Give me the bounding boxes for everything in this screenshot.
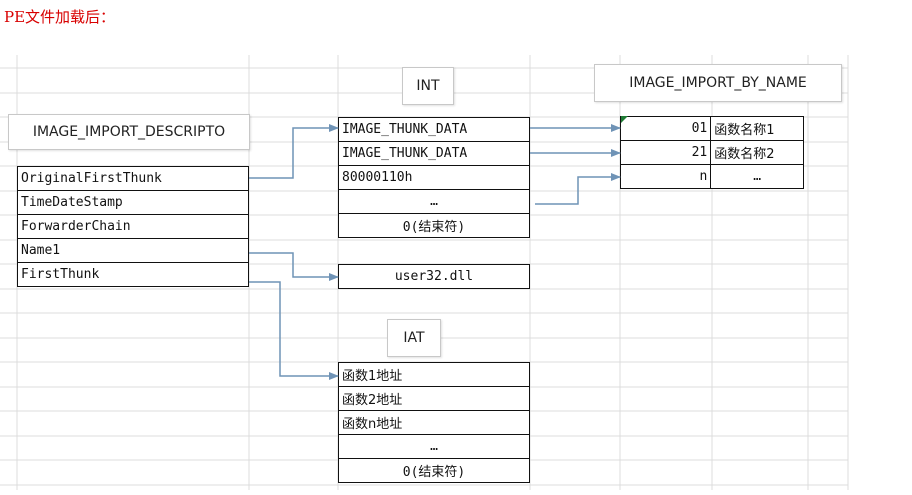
table-row: IMAGE_THUNK_DATA — [338, 117, 530, 142]
table-row: 函数2地址 — [338, 386, 530, 411]
table-row: FirstThunk — [17, 262, 249, 287]
iat-cell: 0(结束符) — [338, 458, 530, 483]
iat-table: 函数1地址 函数2地址 函数n地址 … 0(结束符) — [338, 362, 530, 483]
iat-cell: 函数2地址 — [338, 386, 530, 411]
int-table: IMAGE_THUNK_DATA IMAGE_THUNK_DATA 800001… — [338, 117, 530, 238]
int-label: INT — [402, 67, 454, 105]
hint-cell: 21 — [619, 140, 712, 165]
table-row: IMAGE_THUNK_DATA — [338, 141, 530, 166]
iat-cell: 函数n地址 — [338, 410, 530, 435]
dll-name-table: user32.dll — [338, 264, 530, 289]
table-row: 80000110h — [338, 165, 530, 190]
table-row: user32.dll — [338, 264, 530, 289]
table-row: Name1 — [17, 238, 249, 263]
iat-cell: 函数1地址 — [338, 362, 530, 387]
table-row: 0(结束符) — [338, 213, 530, 238]
table-row: 01 函数名称1 — [619, 116, 804, 141]
table-row: n … — [619, 164, 804, 189]
table-row: … — [338, 434, 530, 459]
descriptor-field: ForwarderChain — [17, 214, 249, 239]
int-cell: … — [338, 189, 530, 214]
table-row: … — [338, 189, 530, 214]
dll-name: user32.dll — [338, 264, 530, 289]
hint-cell: 01 — [619, 116, 712, 141]
descriptor-field: OriginalFirstThunk — [17, 166, 249, 191]
int-cell: IMAGE_THUNK_DATA — [338, 141, 530, 166]
table-row: 函数n地址 — [338, 410, 530, 435]
hint-cell: n — [619, 164, 712, 189]
descriptor-table: OriginalFirstThunk TimeDateStamp Forward… — [17, 166, 249, 287]
int-cell: 0(结束符) — [338, 213, 530, 238]
by-name-table: 01 函数名称1 21 函数名称2 n … — [619, 116, 804, 189]
int-cell: IMAGE_THUNK_DATA — [338, 117, 530, 142]
table-row: ForwarderChain — [17, 214, 249, 239]
table-row: OriginalFirstThunk — [17, 166, 249, 191]
descriptor-label: IMAGE_IMPORT_DESCRIPTO — [8, 114, 250, 150]
iat-cell: … — [338, 434, 530, 459]
by-name-label: IMAGE_IMPORT_BY_NAME — [594, 64, 842, 102]
name-cell: 函数名称2 — [710, 140, 804, 165]
table-row: 函数1地址 — [338, 362, 530, 387]
table-row: 21 函数名称2 — [619, 140, 804, 165]
name-cell: 函数名称1 — [710, 116, 804, 141]
table-row: TimeDateStamp — [17, 190, 249, 215]
descriptor-field: TimeDateStamp — [17, 190, 249, 215]
cell-comment-marker — [621, 116, 628, 123]
name-cell: … — [710, 164, 804, 189]
page-title: PE文件加载后： — [4, 8, 116, 26]
descriptor-field: Name1 — [17, 238, 249, 263]
int-cell: 80000110h — [338, 165, 530, 190]
descriptor-field: FirstThunk — [17, 262, 249, 287]
iat-label: IAT — [387, 319, 441, 357]
table-row: 0(结束符) — [338, 458, 530, 483]
